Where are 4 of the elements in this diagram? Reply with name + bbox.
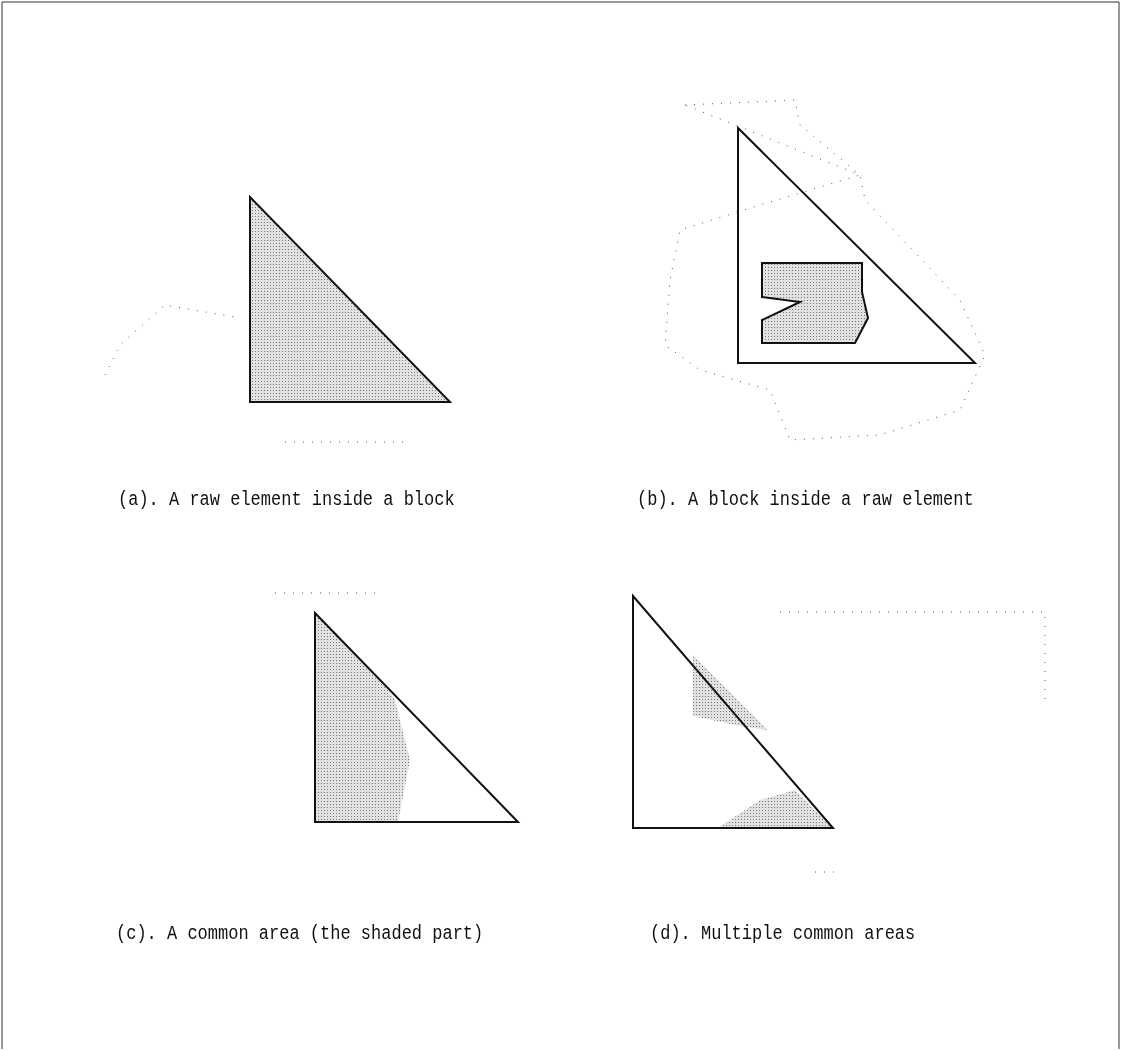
figure-caption: (b). A block inside a raw element	[637, 488, 974, 511]
figure-caption: (a). A raw element inside a block	[118, 488, 455, 511]
figure-caption: (c). A common area (the shaded part)	[116, 922, 484, 945]
figure-caption: (d). Multiple common areas	[650, 922, 916, 945]
